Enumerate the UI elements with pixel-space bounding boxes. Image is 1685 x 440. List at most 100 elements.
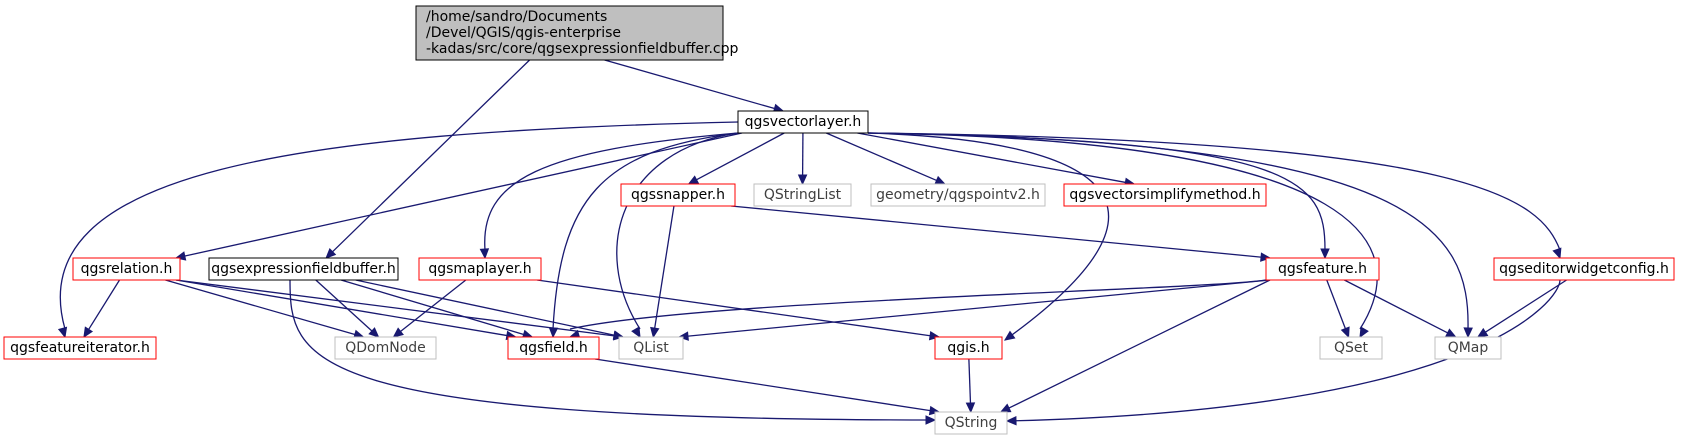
edges-layer <box>57 59 1567 426</box>
edge-qgsrelation-to-qgsfeatureiterator <box>87 279 121 331</box>
edge-qgsfeature-to-qgsfield <box>569 279 1267 330</box>
node-box-qmap <box>1434 336 1502 360</box>
node-qgsexpressionfieldbuffer[interactable]: qgsexpressionfieldbuffer.h <box>208 257 399 281</box>
node-label-qgsexpressionfieldbuffer-0: qgsexpressionfieldbuffer.h <box>211 261 396 277</box>
node-label-qstring-0: QString <box>945 415 998 431</box>
node-label-qmap-0: QMap <box>1448 340 1489 356</box>
node-label-qgsfeatureiterator-0: qgsfeatureiterator.h <box>10 340 150 356</box>
node-label-qgspointv2-0: geometry/qgspointv2.h <box>876 187 1040 203</box>
node-box-qgseditorwidgetconfig <box>1493 257 1675 281</box>
node-box-qset <box>1319 336 1383 360</box>
node-box-qgsmaplayer <box>418 257 542 281</box>
node-label-root-0: /home/sandro/Documents <box>426 9 607 25</box>
node-box-qgsvectorlayer <box>737 110 869 134</box>
node-box-root <box>415 5 724 61</box>
node-box-qgis <box>934 336 1003 360</box>
node-qset[interactable]: QSet <box>1319 336 1383 360</box>
node-qmap[interactable]: QMap <box>1434 336 1502 360</box>
node-label-qstringlist-0: QStringList <box>764 187 842 203</box>
node-qgis[interactable]: qgis.h <box>934 336 1003 360</box>
node-qgssnapper[interactable]: qgssnapper.h <box>620 183 736 207</box>
arrowhead-qgsvectorlayer-to-qlist <box>631 326 641 339</box>
node-qstring[interactable]: QString <box>934 411 1008 435</box>
edge-qgssnapper-to-qgsfeature <box>730 205 1263 258</box>
edge-qgsvectorlayer-to-qgspointv2 <box>825 132 938 182</box>
node-box-qgssnapper <box>620 183 736 207</box>
node-box-qstringlist <box>753 183 852 207</box>
arrowhead-qgsexpressionfieldbuffer-to-qdomnode <box>368 327 380 338</box>
node-qgsvectorsimplifymethod[interactable]: qgsvectorsimplifymethod.h <box>1063 183 1267 207</box>
node-qgsfeatureiterator[interactable]: qgsfeatureiterator.h <box>3 336 157 360</box>
node-qlist[interactable]: QList <box>618 336 684 360</box>
arrowhead-qgssnapper-to-qgsfeature <box>1260 252 1272 262</box>
edge-qgsvectorlayer-to-qgis <box>867 132 1110 341</box>
edge-qgsvectorlayer-to-qlist <box>616 132 739 330</box>
arrowhead-qgsmaplayer-to-qdomnode <box>392 327 404 338</box>
node-box-qgspointv2 <box>870 183 1046 207</box>
edge-qgsrelation-to-qlist <box>175 279 616 337</box>
node-box-qgsfeatureiterator <box>3 336 157 360</box>
arrowhead-qgsvectorlayer-to-qmap <box>1463 327 1473 339</box>
node-box-qgsvectorsimplifymethod <box>1063 183 1267 207</box>
node-label-qlist-0: QList <box>633 340 669 356</box>
arrowhead-qgsvectorlayer-to-qgspointv2 <box>934 175 946 185</box>
node-label-qgsvectorsimplifymethod-0: qgsvectorsimplifymethod.h <box>1069 187 1260 203</box>
arrowhead-qgis-to-qstring <box>965 402 976 414</box>
node-label-qgis-0: qgis.h <box>947 340 989 356</box>
arrowhead-qgsfeature-to-qmap <box>1445 328 1457 338</box>
node-qgsmaplayer[interactable]: qgsmaplayer.h <box>418 257 542 281</box>
nodes-layer: /home/sandro/Documents/Devel/QGIS/qgis-e… <box>3 5 1675 435</box>
arrowhead-qgsvectorlayer-to-qset <box>1359 326 1369 339</box>
edge-qgsvectorlayer-to-qmap <box>867 132 1469 330</box>
edge-qgsfeature-to-qset <box>1326 279 1347 330</box>
edge-qgsvectorlayer-to-qgsmaplayer <box>484 132 739 251</box>
node-qstringlist[interactable]: QStringList <box>753 183 852 207</box>
node-label-qgseditorwidgetconfig-0: qgseditorwidgetconfig.h <box>1499 261 1669 277</box>
node-box-qgsfeature <box>1265 257 1380 281</box>
node-label-qgsmaplayer-0: qgsmaplayer.h <box>428 261 531 277</box>
node-label-qgsvectorlayer-0: qgsvectorlayer.h <box>745 114 862 130</box>
node-qdomnode[interactable]: QDomNode <box>334 336 437 360</box>
edge-qgsexpressionfieldbuffer-to-qlist <box>355 279 616 336</box>
edge-qgsvectorlayer-to-qset <box>867 132 1378 330</box>
edge-qgsfeature-to-qstring <box>1007 279 1271 410</box>
node-label-root-2: -kadas/src/core/qgsexpressionfieldbuffer… <box>426 41 738 57</box>
node-root[interactable]: /home/sandro/Documents/Devel/QGIS/qgis-e… <box>415 5 738 61</box>
node-box-qstring <box>934 411 1008 435</box>
edge-qgsfeature-to-qlist <box>686 279 1271 337</box>
edge-qgsfield-to-qstring <box>594 358 932 412</box>
arrowhead-qgsvectorlayer-to-qgsfield <box>548 327 559 339</box>
arrowhead-qgseditorwidgetconfig-to-qmap <box>1476 327 1489 338</box>
node-qgspointv2[interactable]: geometry/qgspointv2.h <box>870 183 1046 207</box>
edge-qgseditorwidgetconfig-to-qmap <box>1484 279 1567 334</box>
node-qgseditorwidgetconfig[interactable]: qgseditorwidgetconfig.h <box>1493 257 1675 281</box>
node-box-qdomnode <box>334 336 437 360</box>
arrowhead-qgsvectorlayer-to-qgsfeatureiterator <box>57 326 68 339</box>
edge-qgsvectorlayer-to-qgseditorwidgetconfig <box>867 132 1561 251</box>
edge-qgsmaplayer-to-qgis <box>536 279 932 337</box>
node-qgsvectorlayer[interactable]: qgsvectorlayer.h <box>737 110 869 134</box>
edge-qgsexpressionfieldbuffer-to-qstring <box>289 279 936 421</box>
edge-qgsvectorlayer-to-qgsvectorsimplifymethod <box>857 132 1127 184</box>
arrowhead-qgsfeature-to-qstring <box>999 403 1012 413</box>
node-qgsfeature[interactable]: qgsfeature.h <box>1265 257 1380 281</box>
arrowhead-root-to-qgsexpressionfieldbuffer <box>325 247 337 259</box>
edge-qgsexpressionfieldbuffer-to-qdomnode <box>315 279 374 333</box>
edge-qgis-to-qstring <box>968 358 972 405</box>
arrowhead-qgsmaplayer-to-qgis <box>928 330 941 341</box>
arrowhead-qgsfeature-to-qset <box>1340 326 1350 339</box>
node-box-qlist <box>618 336 684 360</box>
arrowhead-qgsexpressionfieldbuffer-to-qstring <box>925 415 937 425</box>
edge-qgsrelation-to-qdomnode <box>165 279 356 336</box>
node-qgsrelation[interactable]: qgsrelation.h <box>72 257 181 281</box>
edge-qgssnapper-to-qlist <box>653 205 675 330</box>
node-qgsfield[interactable]: qgsfield.h <box>507 336 600 360</box>
arrowhead-qgsfeature-to-qlist <box>677 331 689 341</box>
arrowhead-qgsvectorlayer-to-qgis <box>1003 330 1016 341</box>
edge-qgsvectorlayer-to-qgsfeatureiterator <box>59 121 739 330</box>
node-box-qgsexpressionfieldbuffer <box>208 257 399 281</box>
node-box-qgsrelation <box>72 257 181 281</box>
node-label-qgsfield-0: qgsfield.h <box>519 340 588 356</box>
node-label-root-1: /Devel/QGIS/qgis-enterprise <box>426 25 621 41</box>
